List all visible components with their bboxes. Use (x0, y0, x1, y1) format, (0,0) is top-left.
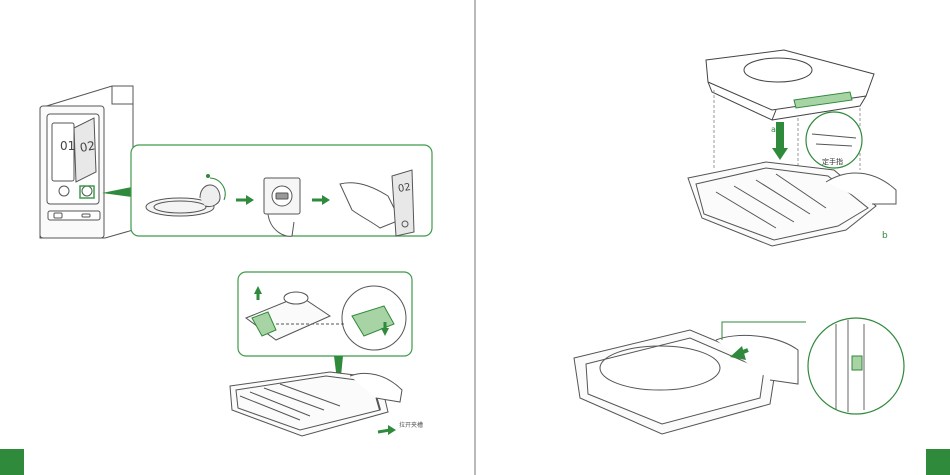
right-page: a 定手指 b (476, 0, 950, 475)
slide-out-arrow-head (388, 425, 396, 435)
bay2-label: 02 (79, 139, 96, 155)
left-illustration: 01 02 02 (0, 0, 474, 475)
assembled-drive-tray (574, 330, 798, 434)
page-tab-right (926, 449, 950, 475)
left-page: 01 02 02 (0, 0, 474, 475)
push-caption: 拉开夹槽 (399, 421, 423, 429)
page-tab-left (0, 449, 24, 475)
inset-caption: 定手指 (822, 157, 843, 166)
nas-enclosure (40, 86, 133, 238)
label-a: a (771, 125, 776, 134)
label-b: b (882, 231, 888, 241)
drive-tray-top (688, 162, 896, 246)
hard-drive (706, 50, 874, 120)
latch-highlight (852, 356, 862, 370)
key-tag-label: 02 (397, 182, 411, 195)
bay1-label: 01 (60, 139, 75, 153)
insert-arrow-head (772, 148, 788, 160)
right-illustration: a 定手指 b (476, 0, 950, 475)
empty-drive-tray (230, 372, 402, 436)
